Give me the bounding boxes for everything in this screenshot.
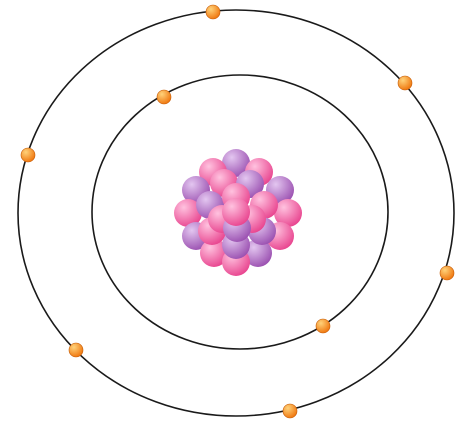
nucleus <box>174 149 302 276</box>
electron <box>316 319 330 333</box>
electron <box>283 404 297 418</box>
electron <box>440 266 454 280</box>
electron <box>157 90 171 104</box>
electron <box>398 76 412 90</box>
electron <box>206 5 220 19</box>
electron <box>69 343 83 357</box>
electron <box>21 148 35 162</box>
proton <box>222 198 250 226</box>
